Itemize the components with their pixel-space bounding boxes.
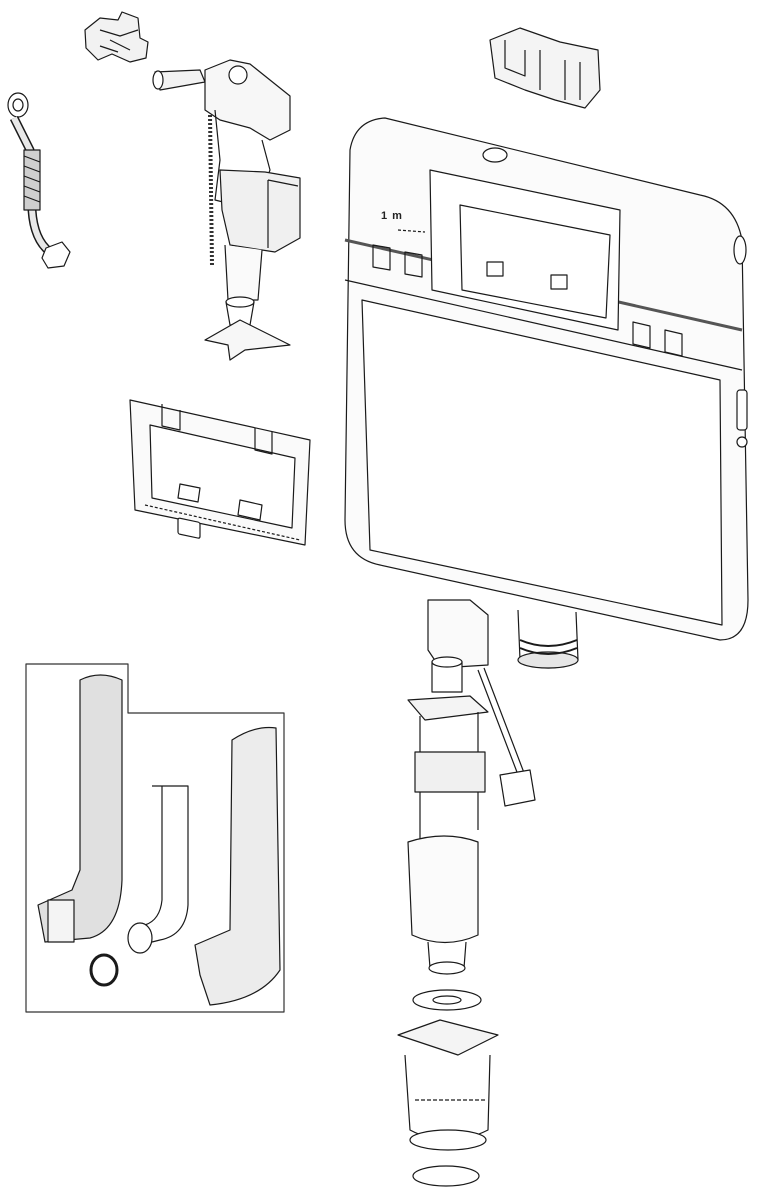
- bracket-clip-small: [84, 11, 149, 63]
- inset-seal-ring: [89, 953, 119, 987]
- flush-outlet-housing: [397, 1019, 499, 1151]
- level-mark-label: 1 m: [381, 210, 403, 222]
- inset-flush-bend-foam: [194, 726, 281, 1006]
- cistern-body: [344, 117, 749, 641]
- access-frame: [129, 399, 311, 546]
- flex-hose: [7, 92, 71, 269]
- inset-panel: [25, 663, 285, 1013]
- washer: [412, 989, 482, 1011]
- fill-valve: [152, 59, 301, 301]
- inset-flush-bend: [127, 785, 189, 954]
- outlet-spigot: [517, 609, 579, 669]
- valve-foot: [204, 296, 291, 361]
- flush-valve: [407, 599, 536, 975]
- o-ring: [412, 1165, 480, 1187]
- bracket-clip-top: [489, 27, 601, 109]
- inset-flush-bend-insulated: [37, 674, 123, 943]
